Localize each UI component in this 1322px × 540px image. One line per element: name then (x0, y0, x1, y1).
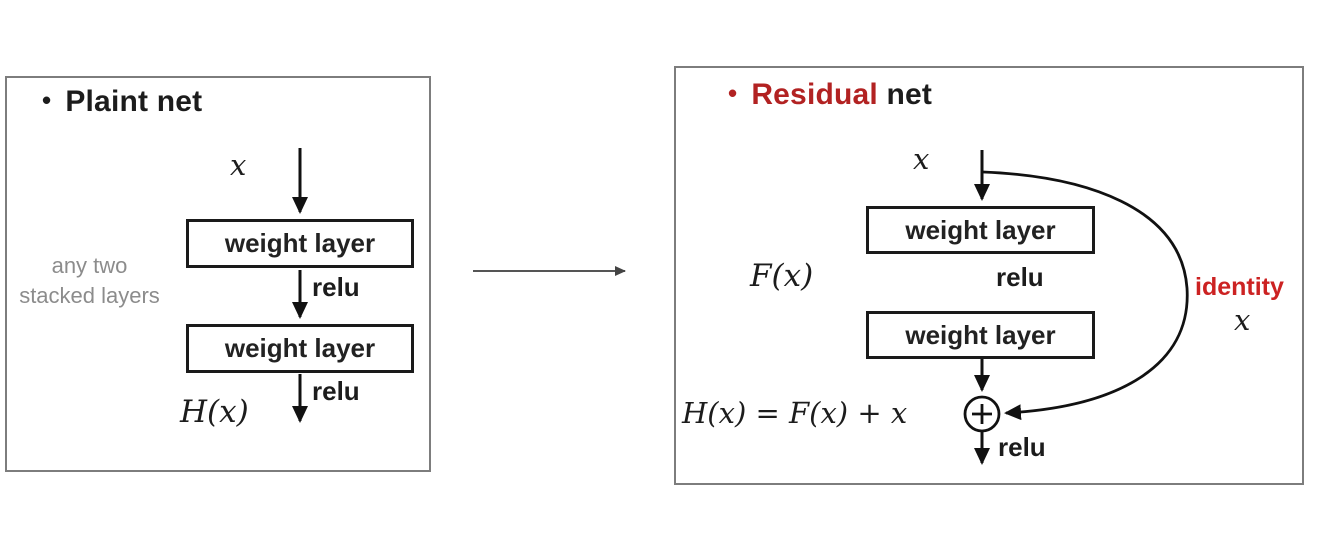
plain-weight-layer-2: weight layer (186, 324, 414, 373)
residual-input-x-label: x (913, 142, 930, 176)
plain-relu-1-label: relu (312, 272, 360, 302)
residual-net-title: • Residual net (728, 78, 932, 112)
plain-net-title: • Plaint net (42, 85, 202, 119)
residual-relu-1-label: relu (996, 262, 1044, 292)
plain-output-hx-label: H(x) (180, 394, 249, 430)
note-line-1: any two (51, 253, 128, 278)
residual-fx-label: F(x) (750, 258, 814, 294)
residual-relu-2-label: relu (998, 432, 1046, 462)
note-line-2: stacked layers (19, 282, 160, 308)
plain-net-panel (5, 76, 431, 472)
any-two-stacked-layers-note: any two stacked layers (12, 251, 167, 310)
plain-relu-2-label: relu (312, 376, 360, 406)
residual-title-black-text: net (877, 78, 933, 111)
residual-weight-layer-2: weight layer (866, 311, 1095, 359)
residual-weight-layer-1: weight layer (866, 206, 1095, 254)
residual-title-red-text: Residual (751, 78, 878, 111)
plain-weight-layer-1: weight layer (186, 219, 414, 268)
bullet-icon: • (42, 85, 52, 115)
plain-input-x-label: x (230, 148, 247, 182)
plain-net-title-text: Plaint net (65, 85, 203, 118)
bullet-icon: • (728, 78, 738, 108)
identity-label: identity (1195, 273, 1284, 301)
identity-x-label: x (1234, 303, 1251, 337)
residual-equation-label: H(x) = F(x) + x (682, 396, 908, 430)
